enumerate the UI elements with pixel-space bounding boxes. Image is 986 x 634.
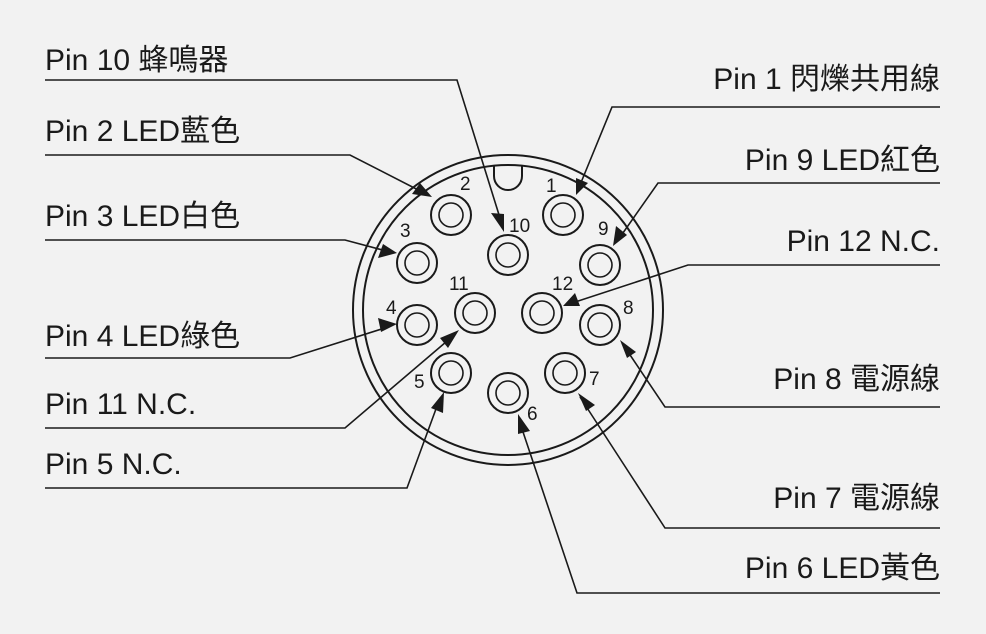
arrow-pin2 xyxy=(412,183,432,197)
inner-ring xyxy=(362,164,654,456)
arrowheads xyxy=(378,178,636,434)
leader-pin12 xyxy=(565,264,940,306)
label-pin2: Pin 2 LED藍色 xyxy=(45,115,240,148)
label-pin4: Pin 4 LED綠色 xyxy=(45,320,240,353)
label-pin12: Pin 12 N.C. xyxy=(787,225,940,258)
leader-pin3 xyxy=(45,239,391,253)
pins xyxy=(396,194,621,414)
arrow-pin5 xyxy=(431,392,444,413)
leader-pin4 xyxy=(45,326,389,359)
pin-number-2: 2 xyxy=(460,174,471,195)
leader-pin7 xyxy=(579,396,940,529)
arrow-pin10 xyxy=(491,213,504,232)
pin-number-11: 11 xyxy=(449,274,469,295)
pin-number-1: 1 xyxy=(546,176,557,197)
pin-5 xyxy=(430,352,472,394)
pin-9 xyxy=(579,244,621,286)
arrow-pin9 xyxy=(613,226,627,246)
label-pin9: Pin 9 LED紅色 xyxy=(745,144,940,177)
pin-number-12: 12 xyxy=(552,274,573,295)
arrow-pin1 xyxy=(576,178,588,195)
leader-pin9 xyxy=(617,182,940,241)
pin-10 xyxy=(487,234,529,276)
pin-7 xyxy=(544,352,586,394)
pin-12 xyxy=(521,292,563,334)
pin-number-5: 5 xyxy=(414,372,425,393)
pin-numbers: 1 2 3 4 5 6 7 8 9 10 11 12 xyxy=(386,174,634,425)
leader-pin6 xyxy=(518,419,940,594)
leader-pin8 xyxy=(621,342,940,408)
pin-number-9: 9 xyxy=(598,219,609,240)
label-pin5: Pin 5 N.C. xyxy=(45,448,182,481)
leader-lines xyxy=(45,79,940,594)
key-notch xyxy=(493,166,523,191)
pin-number-8: 8 xyxy=(623,298,634,319)
pin-3 xyxy=(396,242,438,284)
label-pin8: Pin 8 電源線 xyxy=(773,363,940,396)
arrow-pin8 xyxy=(620,340,636,358)
arrow-pin6 xyxy=(518,414,530,434)
pin-2 xyxy=(430,194,472,236)
pin-labels: Pin 10 蜂鳴器 Pin 2 LED藍色 Pin 3 LED白色 Pin 4… xyxy=(45,44,940,585)
pin-number-6: 6 xyxy=(527,404,538,425)
label-pin11: Pin 11 N.C. xyxy=(45,388,196,421)
label-pin3: Pin 3 LED白色 xyxy=(45,200,240,233)
arrow-pin11 xyxy=(440,330,459,348)
connector-face xyxy=(352,154,664,466)
label-pin6: Pin 6 LED黃色 xyxy=(745,552,940,585)
pin-8 xyxy=(579,304,621,346)
leader-pin5 xyxy=(45,397,441,489)
label-pin7: Pin 7 電源線 xyxy=(773,482,940,515)
label-pin1: Pin 1 閃爍共用線 xyxy=(713,63,940,96)
arrow-pin4 xyxy=(378,318,397,332)
leader-pin2 xyxy=(45,154,429,196)
leader-pin1 xyxy=(579,106,940,186)
pin-1 xyxy=(542,194,584,236)
arrow-pin12 xyxy=(563,293,580,306)
outer-ring xyxy=(352,154,664,466)
pin-11 xyxy=(454,292,496,334)
label-pin10: Pin 10 蜂鳴器 xyxy=(45,44,228,77)
pin-number-7: 7 xyxy=(589,369,600,390)
pin-number-4: 4 xyxy=(386,298,397,319)
arrow-pin7 xyxy=(578,393,595,411)
pin-number-3: 3 xyxy=(400,221,411,242)
leader-pin11 xyxy=(45,335,454,429)
pin-6 xyxy=(487,372,529,414)
pin-number-10: 10 xyxy=(509,216,530,237)
arrow-pin3 xyxy=(378,244,397,258)
leader-pin10 xyxy=(45,79,501,219)
pin-4 xyxy=(396,304,438,346)
